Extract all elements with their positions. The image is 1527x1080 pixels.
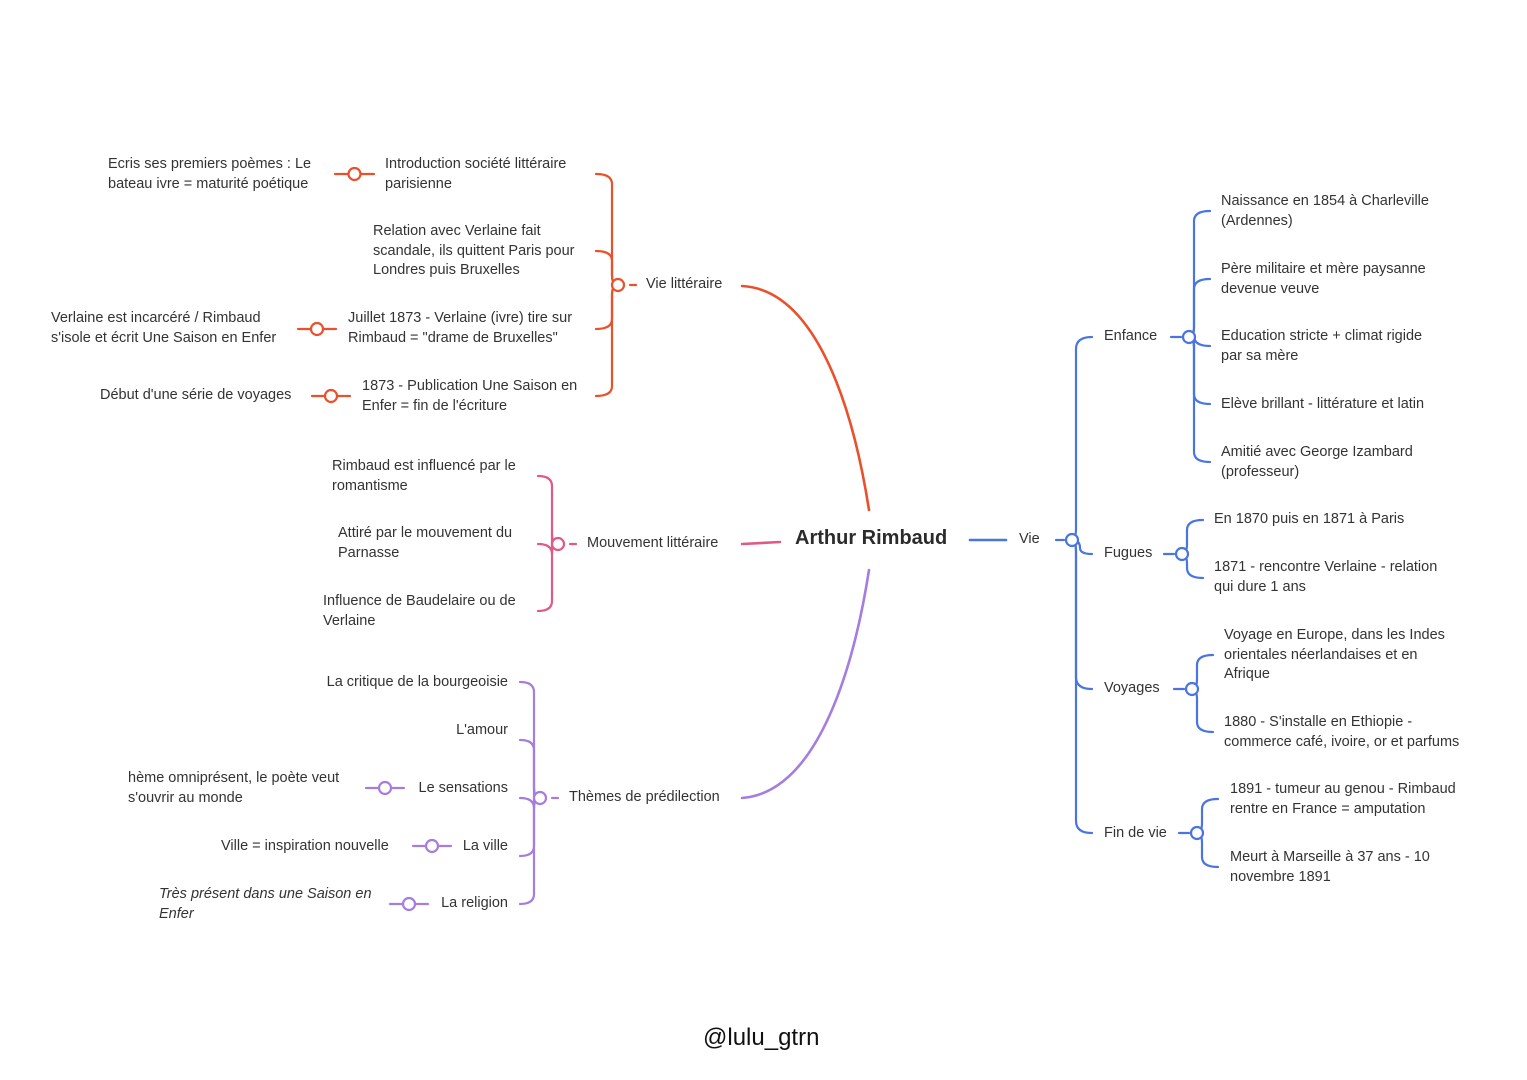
fugues-item-1[interactable]: En 1870 puis en 1871 à Paris [1214, 511, 1405, 527]
enfance-link-5 [1187, 335, 1212, 464]
vl-link-1 [594, 172, 620, 287]
vie-group-enfance[interactable]: Enfance [1104, 328, 1158, 344]
vl-item-4-node[interactable] [323, 388, 339, 404]
enfance-node[interactable] [1181, 329, 1197, 345]
root-to-themes [740, 568, 871, 800]
th-item-4[interactable]: La ville [462, 838, 508, 854]
th-link-4 [518, 796, 542, 858]
enfance-item-1[interactable]: Naissance en 1854 à Charleville(Ardennes… [1221, 193, 1429, 229]
th-item-3[interactable]: Le sensations [418, 780, 508, 796]
vl-node[interactable] [610, 277, 626, 293]
branch-themes[interactable]: Thèmes de prédilection [569, 789, 720, 805]
root-node[interactable]: Arthur Rimbaud [795, 527, 948, 549]
th-item-5[interactable]: La religion [441, 895, 508, 911]
ml-link-1 [536, 474, 560, 546]
branch-vie-litteraire[interactable]: Vie littéraire [646, 276, 723, 292]
voyages-node[interactable] [1184, 681, 1200, 697]
voyages-item-2[interactable]: 1880 - S'installe en Ethiopie -commerce … [1224, 714, 1460, 750]
th-node[interactable] [532, 790, 548, 806]
voyages-link-2 [1190, 687, 1215, 734]
ml-link-3 [536, 542, 560, 613]
th-link-5 [518, 796, 542, 906]
th-item-2[interactable]: L'amour [456, 722, 508, 738]
enfance-item-4[interactable]: Elève brillant - littérature et latin [1221, 396, 1425, 412]
root-to-mouvement [740, 540, 782, 546]
vl-item-1-node[interactable] [347, 166, 362, 182]
fugues-node[interactable] [1174, 546, 1190, 562]
vl-link-4 [594, 283, 620, 398]
vl-link-3 [594, 283, 620, 331]
vie-group-fugues[interactable]: Fugues [1104, 545, 1153, 561]
enfance-link-2 [1187, 277, 1212, 339]
vl-item-3-node[interactable] [309, 321, 325, 337]
vie-link-1 [1070, 335, 1094, 542]
branch-mouvement-litteraire[interactable]: Mouvement littéraire [587, 535, 719, 551]
th-item-5-node[interactable] [401, 896, 417, 912]
th-item-3-node[interactable] [377, 780, 393, 796]
enfance-item-5[interactable]: Amitié avec George Izambard(professeur) [1221, 444, 1413, 480]
th-item-4-node[interactable] [424, 838, 440, 854]
author-handle: @lulu_gtrn [703, 1024, 820, 1051]
th-item-4-detail[interactable]: Ville = inspiration nouvelle [221, 838, 389, 854]
vl-item-4-detail[interactable]: Début d'une série de voyages [100, 387, 292, 403]
enfance-link-1 [1187, 209, 1212, 339]
fin-node[interactable] [1189, 825, 1205, 841]
vie-node[interactable] [1064, 532, 1080, 548]
th-item-1[interactable]: La critique de la bourgeoisie [326, 674, 508, 690]
th-link-2 [518, 738, 542, 800]
vie-group-voyages[interactable]: Voyages [1104, 680, 1160, 696]
ml-node[interactable] [550, 536, 566, 552]
root-to-vie-litteraire [740, 284, 871, 512]
branch-vie[interactable]: Vie [1019, 531, 1040, 547]
enfance-link-4 [1187, 335, 1212, 406]
vie-group-fin-de-vie[interactable]: Fin de vie [1104, 825, 1167, 841]
